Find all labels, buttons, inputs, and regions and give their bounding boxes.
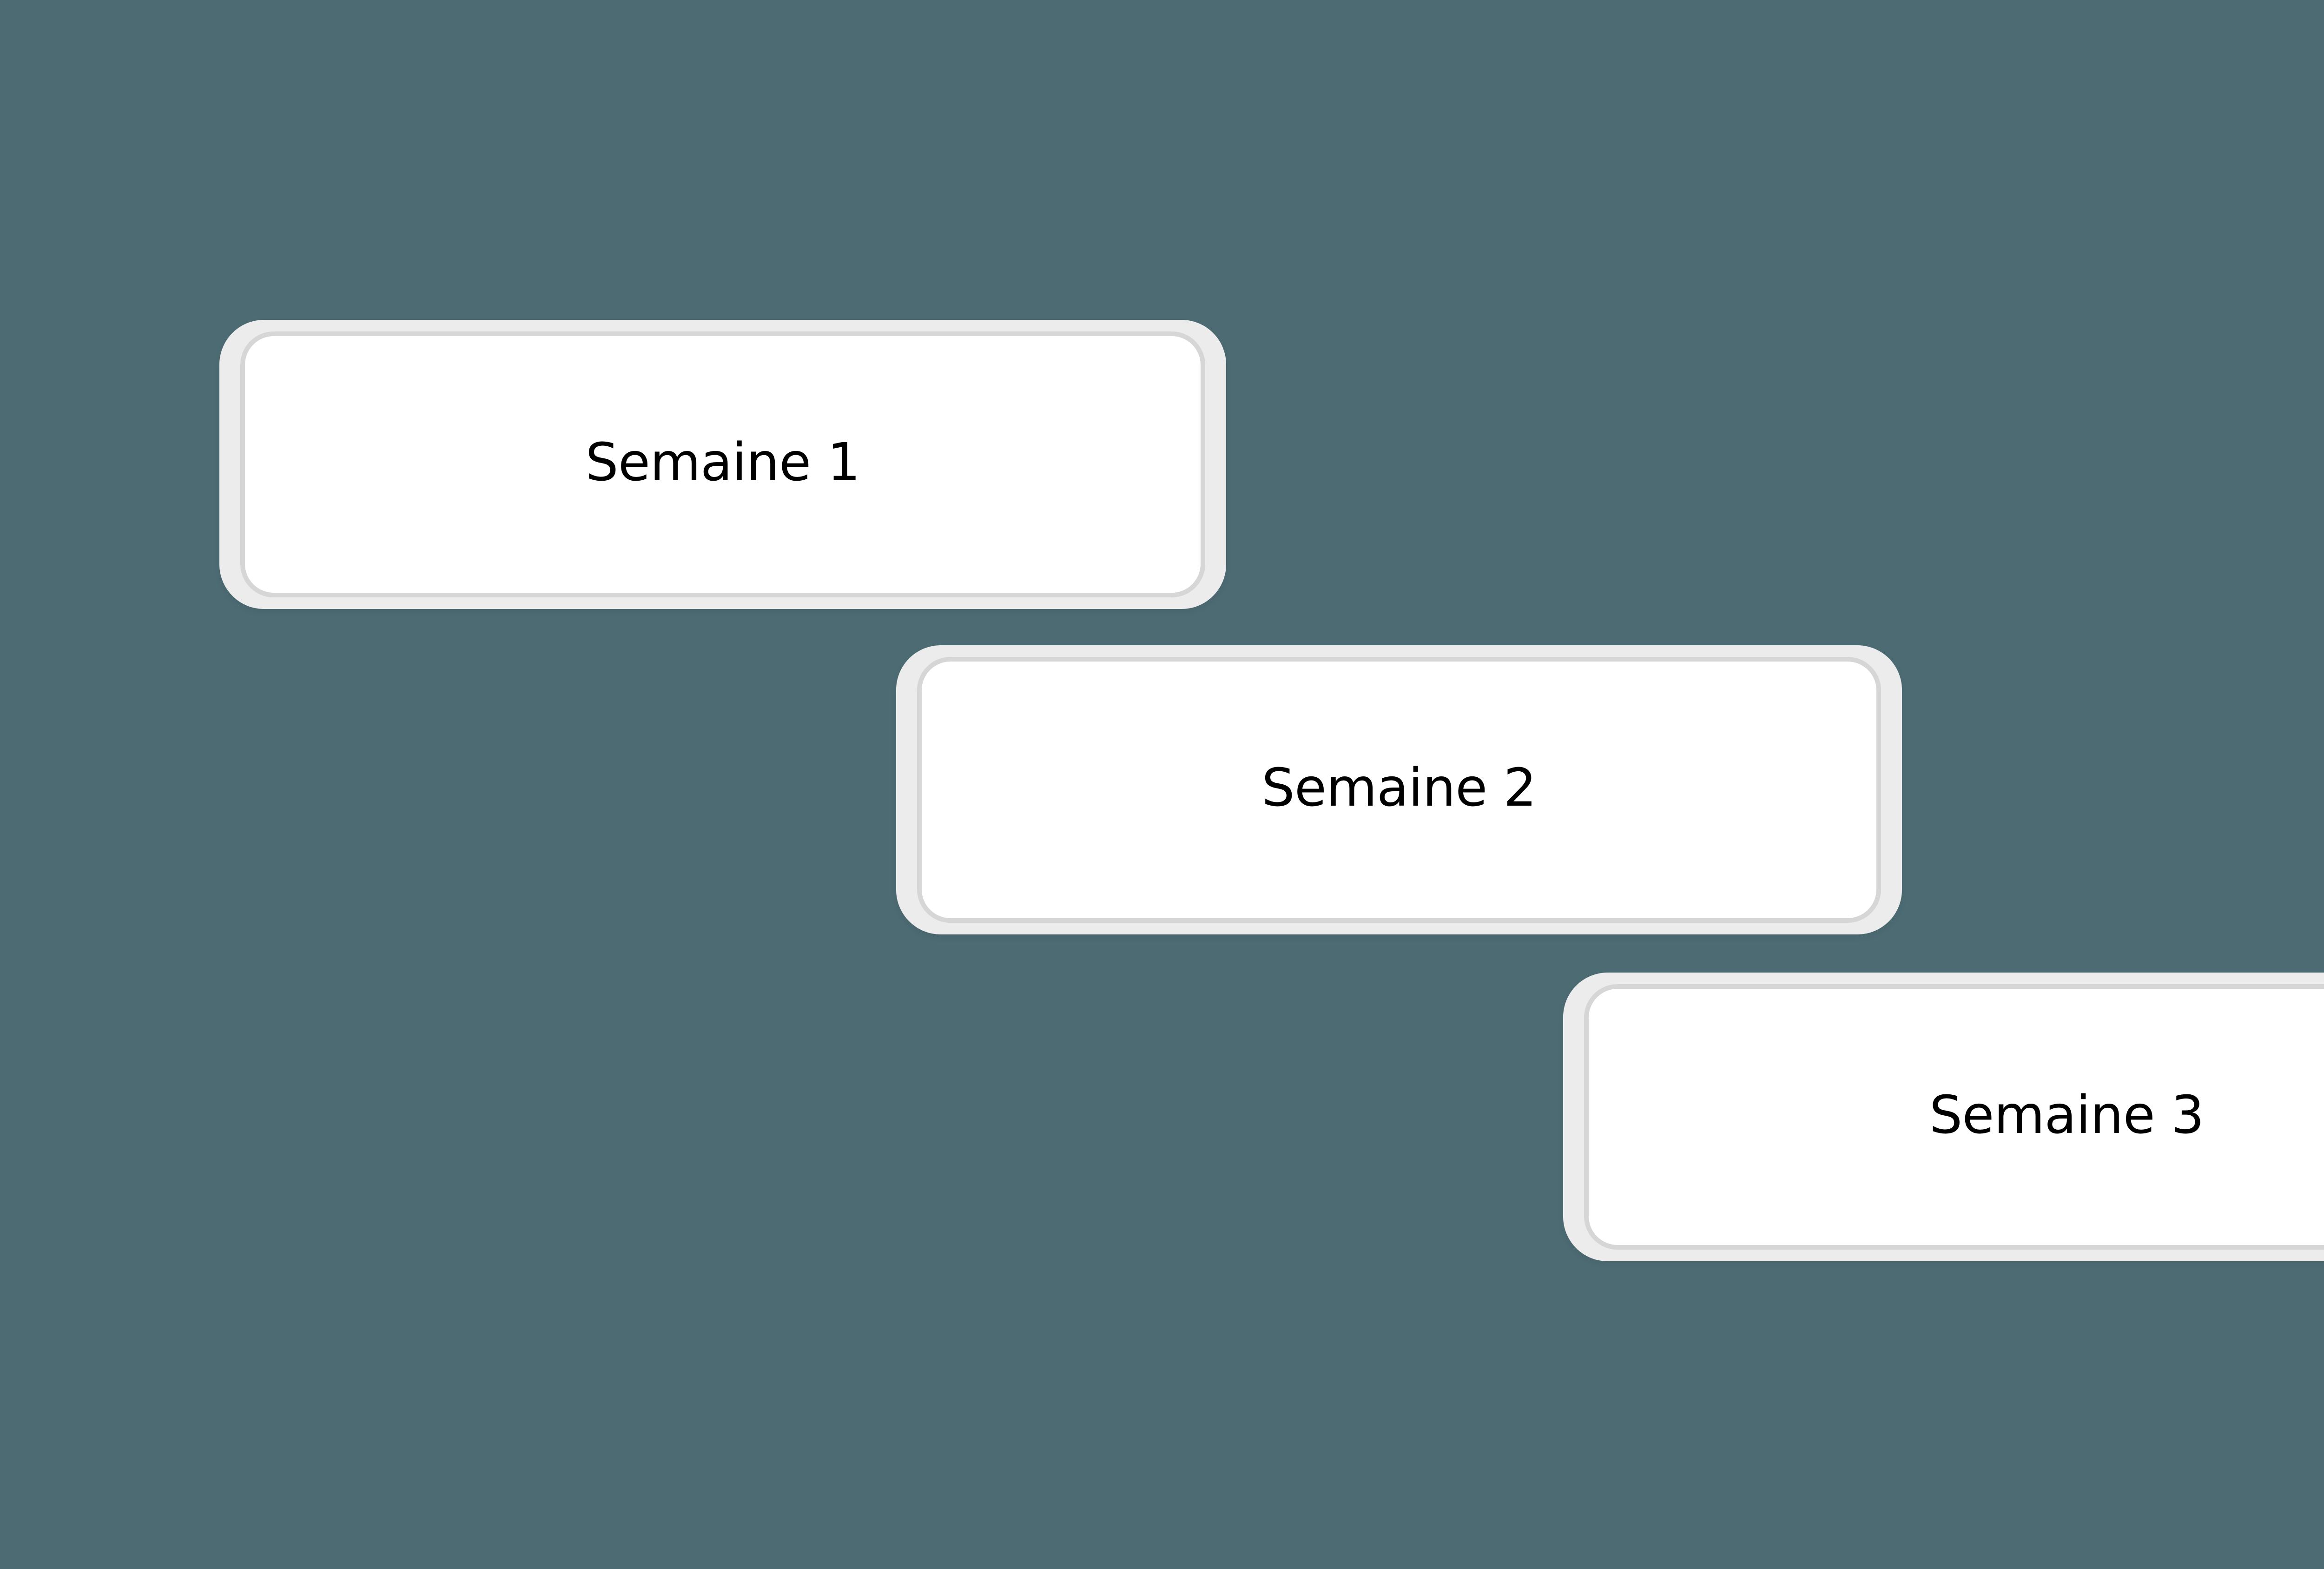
card-body: Semaine 1 xyxy=(240,331,1205,597)
card-label: Semaine 3 xyxy=(1929,1085,2205,1145)
card-label: Semaine 1 xyxy=(585,432,860,493)
card-semaine-1[interactable]: Semaine 1 xyxy=(219,320,1226,609)
card-body: Semaine 2 xyxy=(917,657,1881,923)
card-label: Semaine 2 xyxy=(1261,758,1537,818)
card-semaine-3[interactable]: Semaine 3 xyxy=(1563,973,2324,1261)
card-body: Semaine 3 xyxy=(1584,984,2324,1250)
card-semaine-2[interactable]: Semaine 2 xyxy=(896,645,1902,934)
